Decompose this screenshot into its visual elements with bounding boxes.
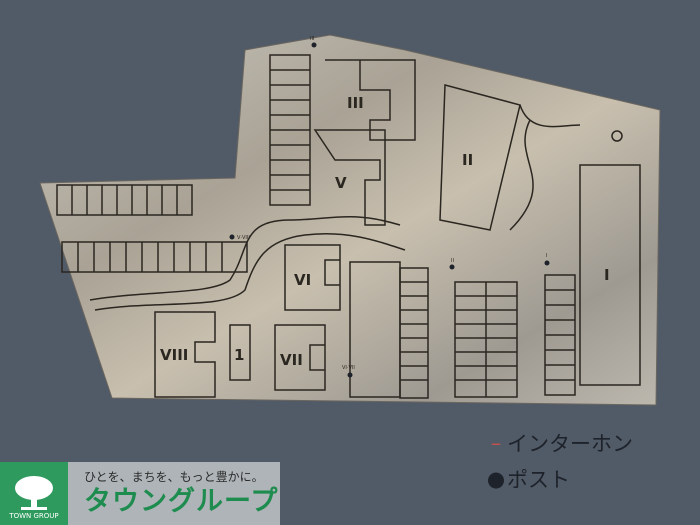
- building-I: [579, 164, 641, 386]
- logo-emblem: TOWN GROUP: [0, 462, 68, 525]
- svg-text:I: I: [546, 253, 547, 259]
- legend-intercom-label: インターホン: [507, 432, 633, 456]
- label-V: V: [335, 174, 347, 192]
- label-I: I: [604, 266, 610, 284]
- post-dot-icon: ●: [486, 467, 506, 491]
- logo-text: ひとを、まちを、もっと豊かに。 タウングループ: [68, 462, 280, 525]
- building-labels: III V II I VI VII VIII 1: [160, 94, 610, 369]
- parking-area-west: [56, 184, 248, 273]
- building-III: [325, 59, 416, 141]
- building-V: [313, 129, 386, 226]
- building-VII: [274, 324, 326, 391]
- town-group-logo: TOWN GROUP ひとを、まちを、もっと豊かに。 タウングループ: [0, 462, 280, 525]
- intercom-icon: –: [490, 431, 502, 455]
- building-VIII: [154, 311, 216, 398]
- legend-post-label: ポスト: [507, 468, 570, 492]
- logo-brand-en: TOWN GROUP: [9, 512, 59, 520]
- legend-intercom: – インターホン: [485, 425, 633, 461]
- walkway: [89, 216, 406, 311]
- building-VI: [284, 244, 341, 311]
- legend: – インターホン ● ポスト: [485, 425, 633, 497]
- label-VII: VII: [280, 351, 303, 369]
- svg-text:II: II: [451, 258, 454, 264]
- logo-slogan: ひとを、まちを、もっと豊かに。: [84, 470, 264, 484]
- label-VIII: VIII: [160, 346, 188, 364]
- building-II: [439, 84, 521, 231]
- building-1: [229, 324, 251, 381]
- post-markers: III V·VIII VI·VII II I: [229, 36, 550, 378]
- svg-text:V·VIII: V·VIII: [237, 235, 250, 241]
- label-1: 1: [234, 346, 244, 364]
- label-II: II: [462, 151, 473, 169]
- label-VI: VI: [294, 271, 311, 289]
- legend-post: ● ポスト: [485, 461, 633, 497]
- label-III: III: [347, 94, 364, 112]
- svg-text:VI·VII: VI·VII: [342, 365, 355, 371]
- svg-text:III: III: [310, 36, 314, 42]
- green-path-east: [509, 104, 581, 231]
- tree-icon: [15, 476, 53, 510]
- parking-area-north: [269, 54, 311, 206]
- logo-brand: タウングループ: [84, 486, 279, 517]
